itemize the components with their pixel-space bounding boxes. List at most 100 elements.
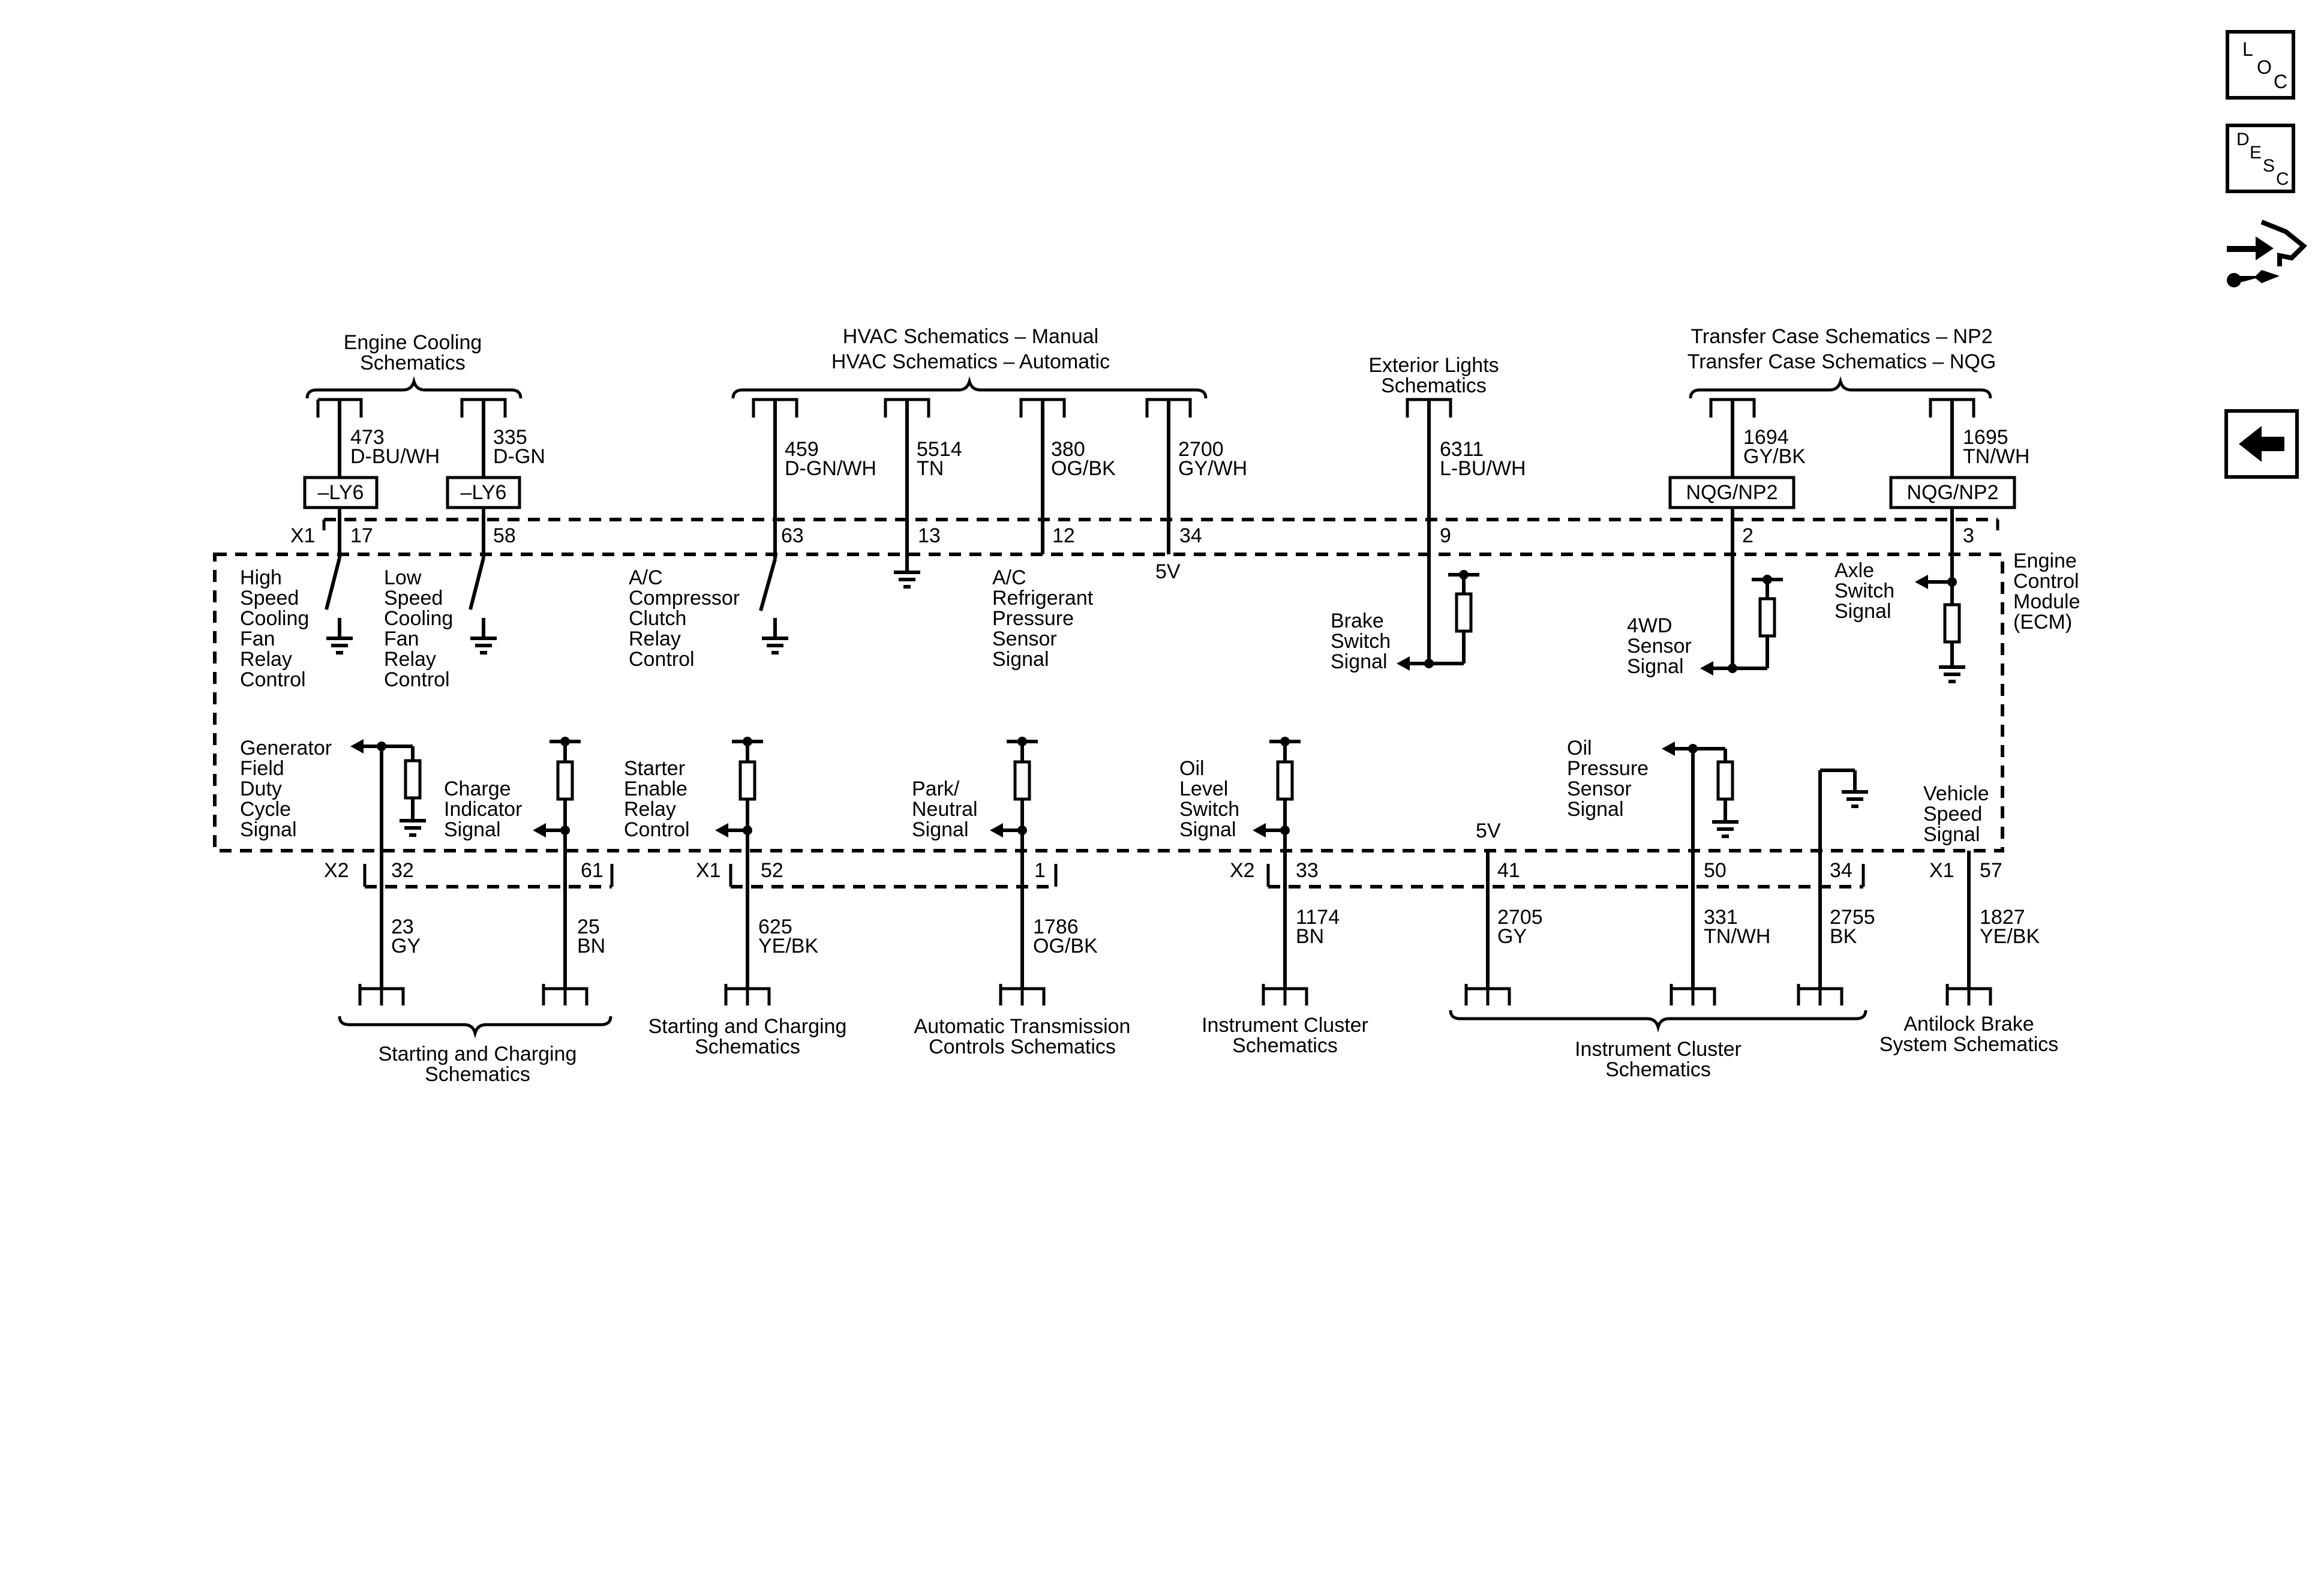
svg-text:Control: Control (624, 818, 690, 841)
instrument-cluster-2-title-2: Schematics (1605, 1058, 1711, 1081)
wire-5514-circuit: 5514 (917, 438, 962, 461)
option-nqg-box-a (1668, 476, 1795, 509)
ecm-label-3: Module (2013, 590, 2080, 613)
svg-text:Cycle: Cycle (240, 798, 291, 821)
wire-380-circuit: 380 (1051, 438, 1085, 461)
x2-bottom-label-b: X2 (1230, 859, 1255, 882)
instrument-cluster-brace (1449, 1010, 1867, 1033)
signal-oil-level: Oil Level Switch Signal (1179, 757, 1239, 841)
wire-5514-pin: 13 (918, 524, 941, 547)
wire-1695-color: TN/WH (1963, 445, 2029, 468)
ecm-outline (213, 553, 2004, 852)
engine-cooling-title-1: Engine Cooling (344, 331, 482, 354)
wire-1694-color: GY/BK (1743, 445, 1806, 468)
wire-2700-color: GY/WH (1178, 457, 1247, 480)
svg-text:Sensor: Sensor (1627, 635, 1692, 658)
signal-charge: Charge Indicator Signal (444, 778, 522, 841)
svg-text:Sensor: Sensor (1567, 778, 1632, 800)
svg-text:Pressure: Pressure (992, 607, 1074, 630)
low-speed-fan-switch (469, 557, 497, 655)
ground-5514 (894, 571, 920, 589)
wire-335-pin: 58 (493, 524, 516, 547)
svg-text:Refrigerant: Refrigerant (992, 587, 1094, 610)
svg-text:Fan: Fan (384, 628, 419, 650)
back-button[interactable] (2224, 409, 2299, 479)
svg-text:Park/: Park/ (912, 778, 960, 800)
description-button[interactable]: D E S C (2226, 124, 2295, 193)
signal-ac-pressure: A/C Refrigerant Pressure Sensor Signal (992, 566, 1094, 671)
svg-text:Charge: Charge (444, 778, 511, 800)
hvac-brace (731, 376, 1208, 399)
svg-text:A/C: A/C (992, 566, 1026, 589)
svg-text:Speed: Speed (384, 587, 443, 610)
svg-text:Enable: Enable (624, 778, 687, 800)
transfer-case-brace (1689, 376, 1992, 399)
svg-text:Neutral: Neutral (912, 798, 978, 821)
oil-ref-voltage: 5V (1476, 819, 1501, 842)
wire-2700-circuit: 2700 (1178, 438, 1224, 461)
svg-text:Level: Level (1179, 778, 1228, 800)
wire-1786-color: OG/BK (1033, 935, 1098, 957)
wire-5514-color: TN (917, 457, 944, 480)
x1-bottom-label-b: X1 (1929, 859, 1954, 882)
wire-625-circuit: 625 (758, 915, 792, 938)
wire-473-pin: 17 (350, 524, 373, 547)
wire-459-pin: 63 (781, 524, 804, 547)
starting-charging-1-title-2: Schematics (425, 1063, 530, 1086)
option-ly6-box-b (446, 476, 521, 509)
signal-low-speed: Low Speed Cooling Fan Relay Control (384, 566, 453, 691)
antilock-title-1: Antilock Brake (1903, 1013, 2034, 1035)
svg-text:Switch: Switch (1834, 580, 1894, 602)
svg-text:Signal: Signal (1567, 798, 1624, 821)
wire-473-color: D-BU/WH (350, 445, 440, 468)
ecm-label-2: Control (2013, 570, 2079, 593)
arrow-left-icon (2239, 426, 2284, 462)
wire-331-color: TN/WH (1704, 925, 1770, 948)
wire-473-circuit: 473 (350, 426, 385, 449)
fourwd-sensor-circuit (1700, 575, 1783, 676)
svg-text:Low: Low (384, 566, 422, 589)
option-ly6-a: –LY6 (318, 481, 364, 504)
starting-charging-2-title-1: Starting and Charging (648, 1015, 847, 1038)
svg-text:Speed: Speed (1923, 803, 1982, 825)
wire-2700-pin: 34 (1179, 524, 1202, 547)
x1-bottom-label-a: X1 (696, 859, 721, 882)
wire-2755-color: BK (1830, 925, 1857, 948)
svg-text:Cooling: Cooling (384, 607, 453, 630)
svg-text:Signal: Signal (240, 818, 297, 841)
desc-letter-s: S (2263, 156, 2275, 176)
svg-text:Control: Control (240, 668, 306, 691)
location-button[interactable]: L O C (2226, 30, 2295, 100)
svg-text:Control: Control (384, 668, 450, 691)
top-wire-lines (338, 400, 1954, 668)
svg-text:Relay: Relay (384, 648, 436, 671)
starting-charging-brace (338, 1016, 612, 1039)
wire-625-color: YE/BK (758, 935, 818, 957)
x2-bottom-label-a: X2 (324, 859, 349, 882)
wire-459-color: D-GN/WH (785, 457, 876, 480)
wire-1827-circuit: 1827 (1980, 906, 2025, 929)
wire-2755-circuit: 2755 (1830, 906, 1875, 929)
starting-charging-2-title-2: Schematics (695, 1035, 800, 1058)
axle-switch-circuit (1915, 575, 1965, 683)
svg-text:Switch: Switch (1179, 798, 1239, 821)
loc-letter-o: O (2257, 56, 2272, 78)
wire-2705-circuit: 2705 (1497, 906, 1543, 929)
wire-23-pin: 32 (391, 859, 414, 882)
svg-text:Signal: Signal (1331, 650, 1388, 673)
desc-letter-e: E (2250, 143, 2262, 163)
wire-331-circuit: 331 (1704, 906, 1738, 929)
option-nqg-box-b (1889, 476, 2016, 509)
signal-axle: Axle Switch Signal (1834, 559, 1894, 623)
connector-end-view-button[interactable] (2220, 210, 2310, 300)
starter-enable-circuit (715, 737, 763, 989)
wire-1827-color: YE/BK (1980, 925, 2040, 948)
engine-cooling-title-2: Schematics (360, 352, 466, 374)
transfer-case-title-1: Transfer Case Schematics – NP2 (1691, 325, 1992, 348)
option-nqg-a: NQG/NP2 (1686, 481, 1777, 504)
option-nqg-b: NQG/NP2 (1906, 481, 1998, 504)
brake-switch-circuit (1397, 570, 1479, 671)
ecm-label-1: Engine (2013, 550, 2077, 572)
bottom-connector-lines (363, 864, 1865, 888)
wire-1694-circuit: 1694 (1743, 426, 1789, 449)
